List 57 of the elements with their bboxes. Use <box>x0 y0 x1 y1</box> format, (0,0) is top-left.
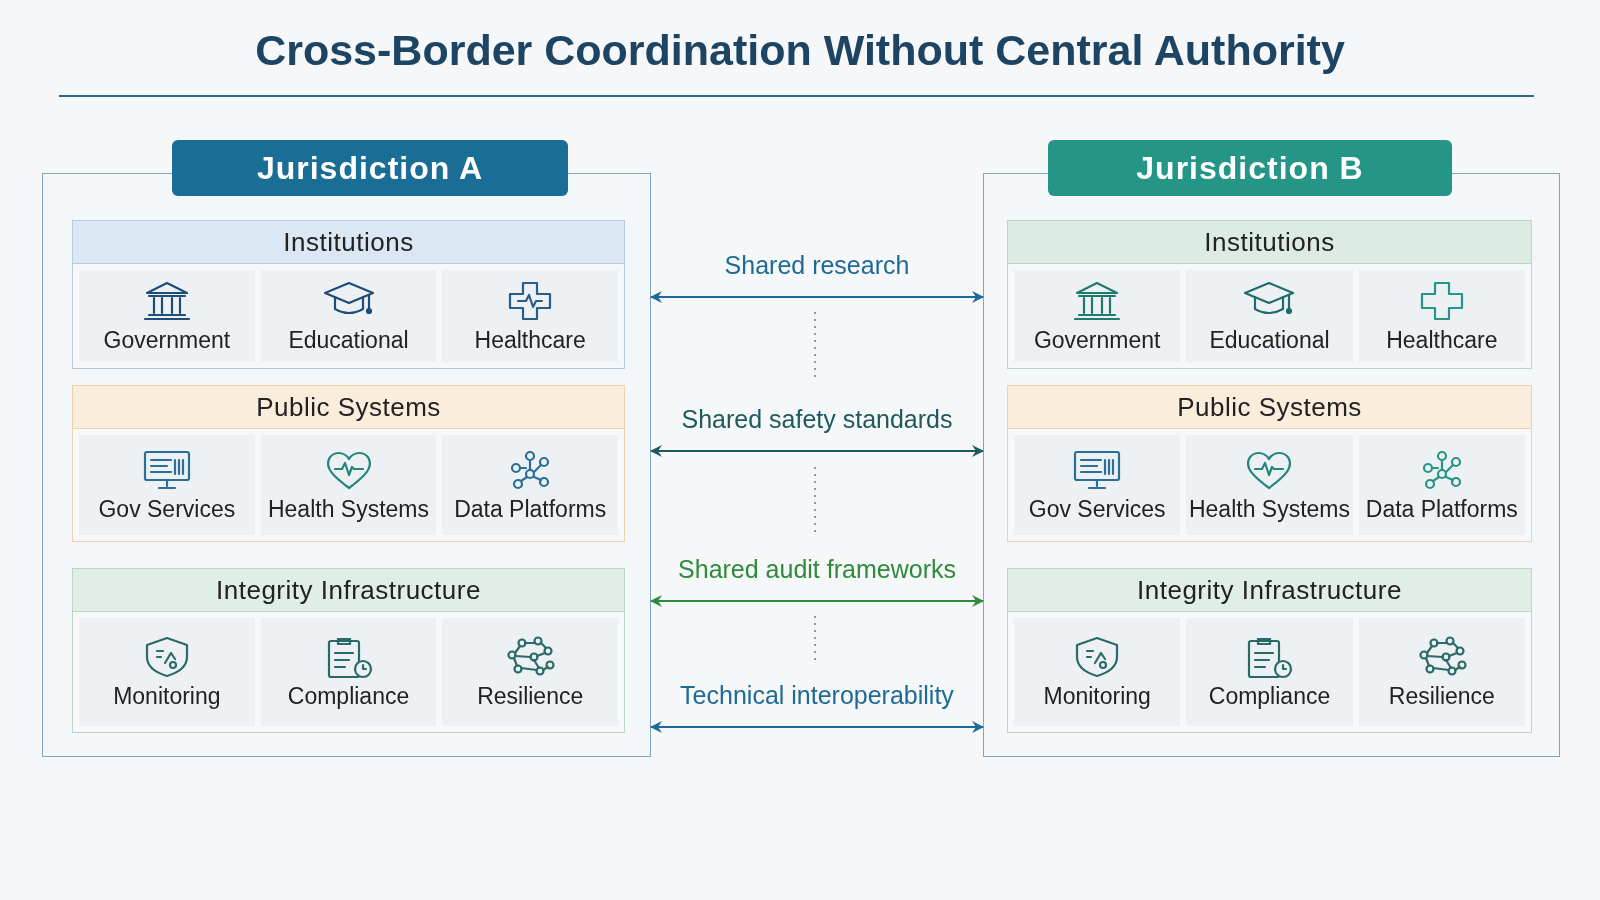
category-label: Data Platforms <box>1365 495 1518 523</box>
category-group <box>72 220 625 369</box>
category-tile <box>79 618 255 726</box>
category-tile <box>1186 618 1353 726</box>
double-arrow <box>650 291 984 303</box>
category-tile <box>260 618 437 726</box>
category-label: Monitoring <box>113 682 221 710</box>
category-label: Monitoring <box>1043 682 1151 710</box>
category-group <box>72 568 625 733</box>
title: Cross-Border Coordination Without Central Authority <box>254 26 1346 75</box>
category-tile <box>1358 435 1525 535</box>
jurisdiction-header: Jurisdiction B <box>1048 140 1452 196</box>
category-group <box>1007 385 1532 542</box>
double-arrow <box>650 445 984 457</box>
category-label: Gov Services <box>1028 495 1166 523</box>
category-label: Government <box>1033 326 1161 354</box>
double-arrow <box>650 595 984 607</box>
group-header: Public Systems <box>73 386 624 429</box>
category-label: Educational <box>1209 326 1330 354</box>
category-label: Resilience <box>1388 682 1495 710</box>
category-label: Healthcare <box>474 326 586 354</box>
category-tile <box>442 270 618 362</box>
group-header: Integrity Infrastructure <box>73 569 624 612</box>
group-header: Institutions <box>1008 221 1531 264</box>
jurisdiction-panel <box>42 140 651 757</box>
category-label: Resilience <box>477 682 584 710</box>
jurisdiction-header: Jurisdiction A <box>172 140 568 196</box>
double-arrow <box>650 721 984 733</box>
group-header: Integrity Infrastructure <box>1008 569 1531 612</box>
category-label: Educational <box>288 326 409 354</box>
category-tile <box>1014 435 1181 535</box>
category-tile <box>1014 270 1181 362</box>
category-label: Compliance <box>1208 682 1331 710</box>
jurisdiction-panel <box>983 140 1560 757</box>
category-group <box>1007 220 1532 369</box>
category-tile <box>79 435 255 535</box>
category-label: Healthcare <box>1386 326 1498 354</box>
category-label: Health Systems <box>267 495 430 523</box>
category-tile <box>1186 435 1353 535</box>
category-label: Gov Services <box>98 495 236 523</box>
category-label: Compliance <box>287 682 410 710</box>
category-tile <box>1358 618 1525 726</box>
category-tile <box>260 270 437 362</box>
category-tile <box>260 435 437 535</box>
category-label: Government <box>103 326 231 354</box>
group-header: Institutions <box>73 221 624 264</box>
category-tile <box>1014 618 1181 726</box>
category-group <box>1007 568 1532 733</box>
category-tile <box>442 618 618 726</box>
category-tile <box>79 270 255 362</box>
category-group <box>72 385 625 542</box>
category-tile <box>442 435 618 535</box>
category-tile <box>1186 270 1353 362</box>
category-tile <box>1358 270 1525 362</box>
category-label: Health Systems <box>1188 495 1350 523</box>
group-header: Public Systems <box>1008 386 1531 429</box>
category-label: Data Platforms <box>454 495 607 523</box>
